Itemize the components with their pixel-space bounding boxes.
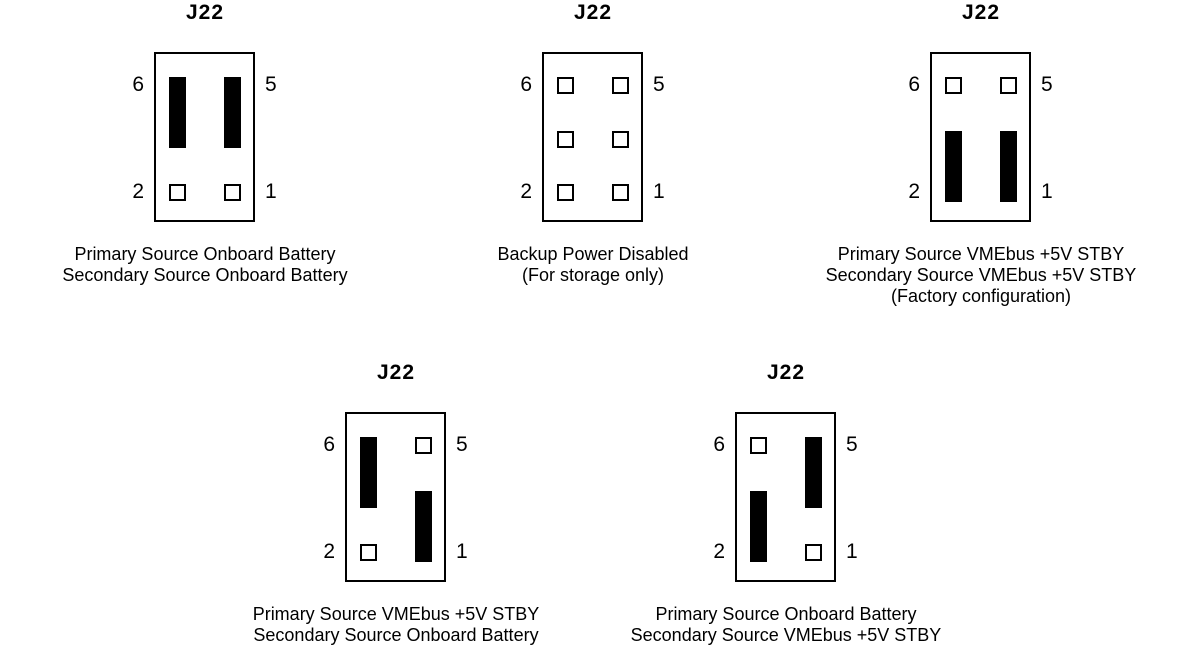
pin-label-1: 1 <box>1041 180 1053 203</box>
installed-jumper-bar <box>224 77 241 148</box>
jumper-diagram-onboard-onboard: J22 6 5 2 1 Primary Source Onboard Batte… <box>15 0 395 320</box>
pin-label-1: 1 <box>265 180 277 203</box>
caption-line: Primary Source VMEbus +5V STBY <box>837 244 1125 264</box>
open-pin-square <box>612 77 629 94</box>
pin-label-2: 2 <box>323 540 335 563</box>
open-pin-square <box>224 184 241 201</box>
pin-label-6: 6 <box>713 433 725 456</box>
open-pin-square <box>805 544 822 561</box>
installed-jumper-bar <box>805 437 822 508</box>
installed-jumper-bar <box>415 491 432 562</box>
pin-label-2: 2 <box>713 540 725 563</box>
caption-line: Primary Source Onboard Battery <box>74 244 336 264</box>
pin-label-6: 6 <box>908 73 920 96</box>
installed-jumper-bar <box>360 437 377 508</box>
open-pin-square <box>557 77 574 94</box>
diagram-title: J22 <box>376 361 416 384</box>
jumper-block <box>154 52 255 222</box>
caption-line: Primary Source VMEbus +5V STBY <box>252 604 540 624</box>
open-pin-square <box>415 437 432 454</box>
diagram-title: J22 <box>573 1 613 24</box>
open-pin-square <box>612 184 629 201</box>
pin-label-1: 1 <box>653 180 665 203</box>
diagram-title: J22 <box>185 1 225 24</box>
open-pin-square <box>750 437 767 454</box>
diagram-title: J22 <box>766 361 806 384</box>
caption-line: Secondary Source VMEbus +5V STBY <box>825 265 1137 285</box>
pin-label-6: 6 <box>132 73 144 96</box>
pin-label-6: 6 <box>323 433 335 456</box>
caption-line: (Factory configuration) <box>890 286 1072 306</box>
open-pin-square <box>612 131 629 148</box>
jumper-block <box>345 412 446 582</box>
jumper-block <box>930 52 1031 222</box>
caption-line: Secondary Source Onboard Battery <box>62 265 348 285</box>
pin-label-2: 2 <box>520 180 532 203</box>
pin-label-5: 5 <box>456 433 468 456</box>
open-pin-square <box>1000 77 1017 94</box>
installed-jumper-bar <box>750 491 767 562</box>
caption-line: Secondary Source VMEbus +5V STBY <box>630 625 942 645</box>
jumper-block <box>542 52 643 222</box>
pin-label-1: 1 <box>456 540 468 563</box>
pin-label-5: 5 <box>1041 73 1053 96</box>
jumper-diagram-onboard-vmebus: J22 6 5 2 1 Primary Source Onboard Batte… <box>596 360 976 658</box>
caption-line: Primary Source Onboard Battery <box>655 604 917 624</box>
caption-line: Secondary Source Onboard Battery <box>253 625 539 645</box>
open-pin-square <box>557 184 574 201</box>
open-pin-square <box>360 544 377 561</box>
open-pin-square <box>945 77 962 94</box>
pin-label-5: 5 <box>653 73 665 96</box>
diagram-caption: Backup Power Disabled(For storage only) <box>403 244 783 286</box>
installed-jumper-bar <box>169 77 186 148</box>
caption-line: Backup Power Disabled <box>497 244 689 264</box>
jumper-block <box>735 412 836 582</box>
open-pin-square <box>557 131 574 148</box>
open-pin-square <box>169 184 186 201</box>
installed-jumper-bar <box>1000 131 1017 202</box>
pin-label-1: 1 <box>846 540 858 563</box>
jumper-diagram-backup-disabled: J22 6 5 2 1 Backup Power Disabled(For st… <box>403 0 783 320</box>
jumper-diagram-vmebus-onboard: J22 6 5 2 1 Primary Source VMEbus +5V ST… <box>206 360 586 658</box>
installed-jumper-bar <box>945 131 962 202</box>
caption-line: (For storage only) <box>521 265 665 285</box>
pin-label-5: 5 <box>265 73 277 96</box>
jumper-diagram-vmebus-vmebus: J22 6 5 2 1 Primary Source VMEbus +5V ST… <box>791 0 1171 320</box>
pin-label-6: 6 <box>520 73 532 96</box>
pin-label-2: 2 <box>908 180 920 203</box>
pin-label-2: 2 <box>132 180 144 203</box>
diagram-title: J22 <box>961 1 1001 24</box>
pin-label-5: 5 <box>846 433 858 456</box>
